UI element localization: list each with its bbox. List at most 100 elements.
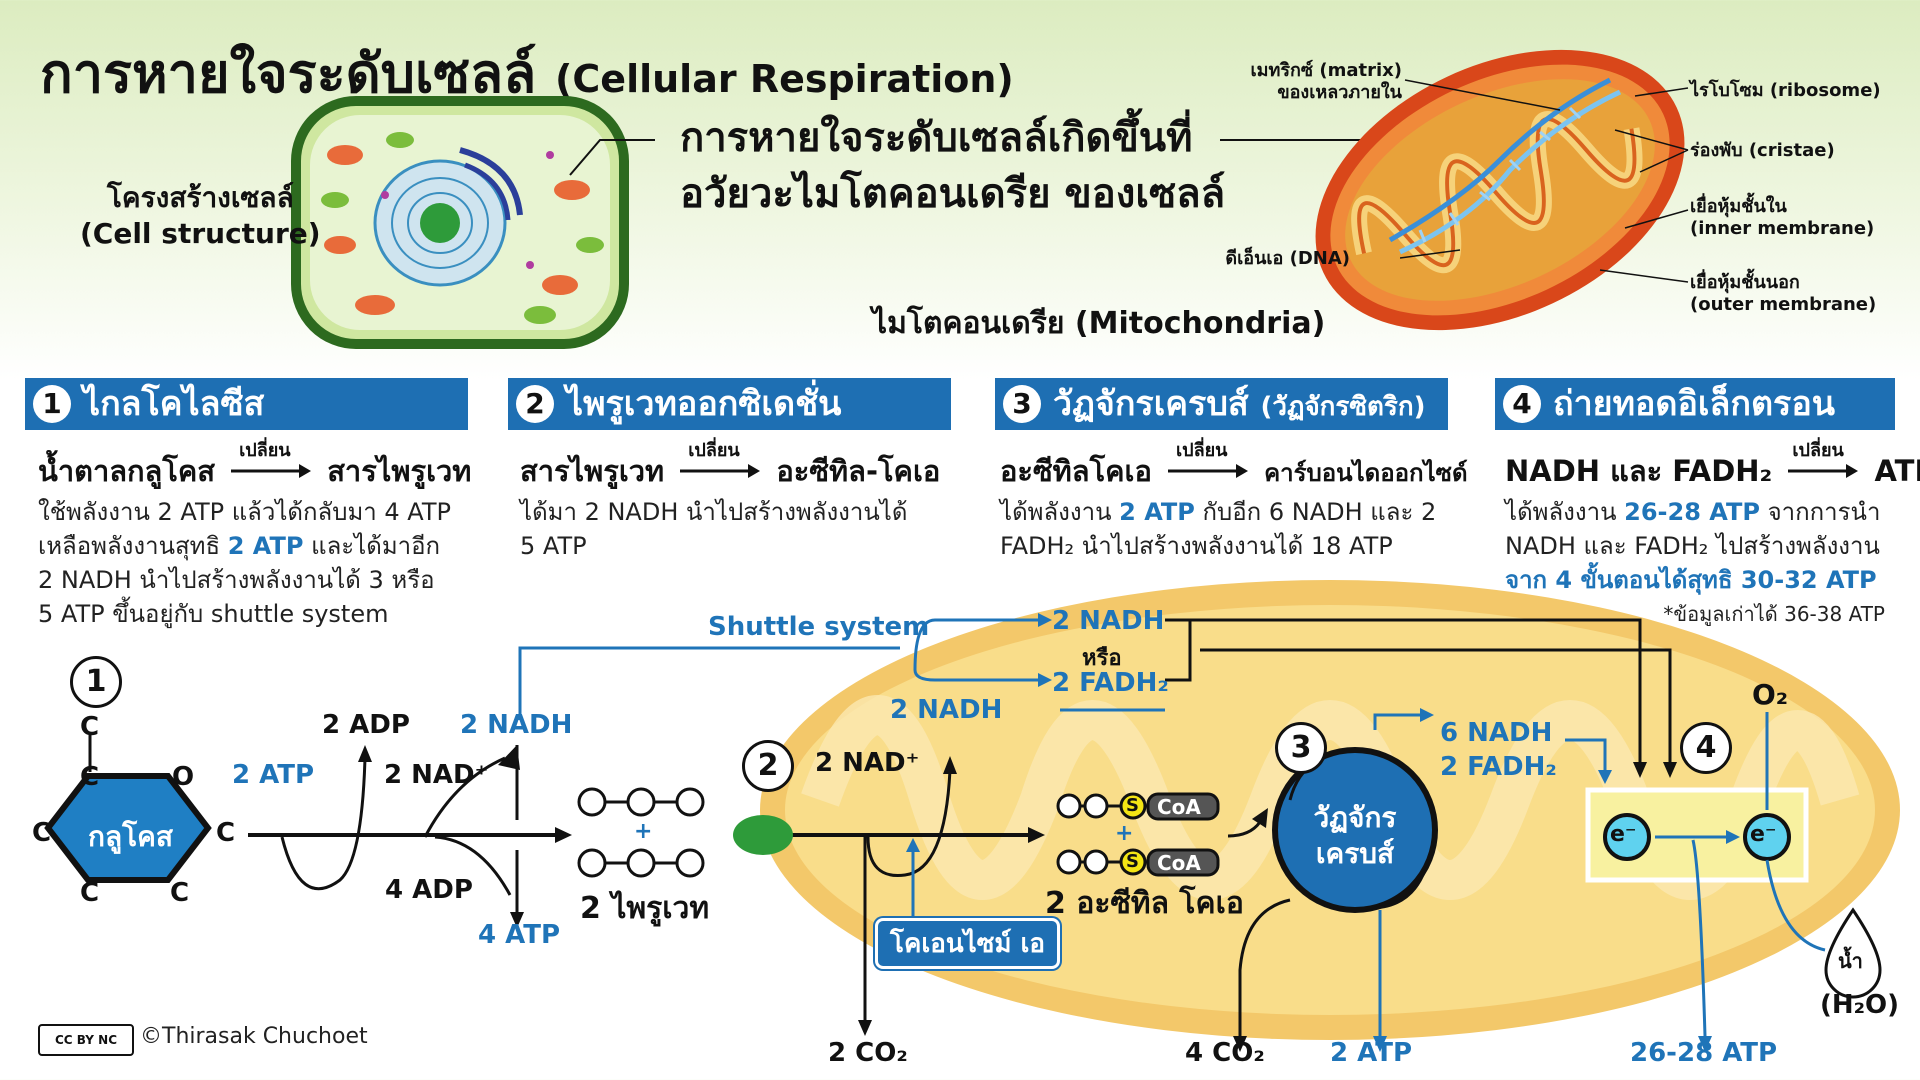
section-4-header: 4 ถ่ายทอดอิเล็กตรอน xyxy=(1495,378,1895,430)
electron-1 xyxy=(1603,813,1651,861)
section-2-description: ได้มา 2 NADH นำไปสร้างพลังงานได้ 5 ATP xyxy=(520,495,960,563)
section-1-from: น้ำตาลกลูโคส xyxy=(38,454,216,488)
section-2-equation: สารไพรูเวท เปลี่ยน อะซีทิล-โคเอ xyxy=(520,440,941,494)
title-thai: การหายใจระดับเซลล์ xyxy=(40,42,537,105)
h2o-label: (H₂O) xyxy=(1820,990,1900,1020)
section-4-desc-2: NADH และ FADH₂ ไปสร้างพลังงาน xyxy=(1505,532,1880,560)
nadh6-label: 6 NADH xyxy=(1440,718,1553,748)
nad2-to-nadh2-arrow xyxy=(866,769,952,878)
section-1-header: 1 ไกลโคไลซีส xyxy=(25,378,468,430)
section-2-header: 2 ไพรูเวทออกซิเดชั่น xyxy=(508,378,951,430)
section-1-desc-2: เหลือพลังงานสุทธิ 2 ATP และได้มาอีก xyxy=(38,529,498,563)
section-1-desc-3: 2 NADH นำไปสร้างพลังงานได้ 3 หรือ xyxy=(38,566,435,594)
section-3-title: วัฏจักรเครบส์ xyxy=(1053,384,1249,424)
cell-pointer-line xyxy=(569,139,655,176)
nad-in-label: 2 NAD⁺ xyxy=(384,760,489,790)
inner-membrane-label-1: เยื่อหุ้มชั้นใน xyxy=(1690,196,1787,217)
nad-to-nadh-arrow xyxy=(423,756,506,838)
acetyl-coa-molecules xyxy=(1056,792,1220,877)
section-4-to: ATP xyxy=(1874,454,1920,488)
section-1-arrow-label: เปลี่ยน xyxy=(239,440,291,461)
cell-label-en: (Cell structure) xyxy=(80,217,321,250)
section-3-number: 3 xyxy=(1003,385,1041,423)
co2-out-label-1: 2 CO₂ xyxy=(828,1038,908,1068)
section-4-desc-1c: จากการนำ xyxy=(1759,498,1881,526)
electron-1-label: e⁻ xyxy=(1610,822,1637,847)
final-atp-label: 26-28 ATP xyxy=(1630,1038,1777,1068)
section-3-desc-1: ได้พลังงาน 2 ATP กับอีก 6 NADH และ 2 xyxy=(1000,495,1460,529)
section-3-subtitle: (วัฏจักรซิตริก) xyxy=(1260,392,1426,422)
section-4-desc-3: จาก 4 ขั้นตอนได้สุทธิ 30-32 ATP xyxy=(1505,566,1877,594)
nadh2-out-label: 2 NADH xyxy=(890,695,1003,725)
outer-membrane-label-2: (outer membrane) xyxy=(1690,294,1877,315)
diagram-canvas: + + xyxy=(44,580,1900,1052)
section-1-equation: น้ำตาลกลูโคส เปลี่ยน สารไพรูเวท xyxy=(38,440,471,494)
dna-label: ดีเอ็นเอ (DNA) xyxy=(1225,248,1350,269)
step-4-marker: 4 xyxy=(1680,722,1732,774)
co2-out-label-4: 4 CO₂ xyxy=(1185,1038,1265,1068)
section-1-desc-2b: 2 ATP xyxy=(227,532,304,560)
atp-in-label: 2 ATP xyxy=(232,760,315,790)
section-2-desc-1: ได้มา 2 NADH นำไปสร้างพลังงานได้ xyxy=(520,498,908,526)
fadh2-label: 2 FADH₂ xyxy=(1440,752,1557,782)
section-2-title: ไพรูเวทออกซิเดชั่น xyxy=(566,384,842,424)
ribosome-label: ไรโบโซม (ribosome) xyxy=(1690,80,1881,101)
electron-2 xyxy=(1743,813,1791,861)
matrix-label-2: ของเหลวภายใน xyxy=(1277,82,1402,103)
glycolysis-arrowhead xyxy=(555,827,572,843)
glucose-c-5: C xyxy=(170,878,190,908)
headline-line2: อวัยวะไมโตคอนเดรีย ของเซลล์ xyxy=(680,171,1226,217)
water-drop xyxy=(1824,907,1882,999)
electron-2-label: e⁻ xyxy=(1750,822,1777,847)
shuttle-line xyxy=(518,646,900,720)
etc-atp-arrow xyxy=(1691,839,1707,1037)
section-4-note: *ข้อมูลเก่าได้ 36-38 ATP xyxy=(1663,602,1885,626)
headline: การหายใจระดับเซลล์เกิดขึ้นที่ อวัยวะไมโต… xyxy=(680,110,1225,222)
cell-illustration xyxy=(291,96,629,349)
section-3-to: คาร์บอนไดออกไซด์ xyxy=(1264,459,1468,487)
mito-pointer-lines xyxy=(1400,79,1689,283)
coa-label-2: CoA xyxy=(1157,851,1201,875)
glucose-c-2: C xyxy=(32,818,52,848)
section-1-desc-2a: เหลือพลังงานสุทธิ xyxy=(38,532,228,560)
section-4-desc-1b: 26-28 ATP xyxy=(1624,498,1760,526)
glucose-c-3: C xyxy=(216,818,236,848)
section-3-equation: อะซีทิลโคเอ เปลี่ยน คาร์บอนไดออกไซด์ xyxy=(1000,440,1468,494)
coenzyme-a-label: โคเอนไซม์ เอ xyxy=(875,918,1061,969)
cc-license-icon: CC BY NC xyxy=(38,1024,134,1056)
shuttle-nadh-label: 2 NADH xyxy=(1052,606,1165,636)
adp-to-atp-arrow xyxy=(434,835,512,896)
nadh-out-label: 2 NADH xyxy=(460,710,572,740)
glucose-label: กลูโคส xyxy=(88,820,173,853)
section-2-desc-2: 5 ATP xyxy=(520,532,587,560)
glucose-c-1: C xyxy=(80,762,100,792)
section-2-number: 2 xyxy=(516,385,554,423)
section-4-number: 4 xyxy=(1503,385,1541,423)
membrane-channel xyxy=(733,815,793,855)
sulfur-label-1: S xyxy=(1126,795,1139,816)
nadh-out-text: 2 NADH xyxy=(460,710,573,740)
krebs-atp-label: 2 ATP xyxy=(1330,1038,1413,1068)
step-2-marker: 2 xyxy=(742,740,794,792)
matrix-label-1: เมทริกซ์ (matrix) xyxy=(1250,60,1402,81)
nad2-in-label: 2 NAD⁺ xyxy=(815,748,920,778)
section-3-header: 3 วัฏจักรเครบส์ (วัฏจักรซิตริก) xyxy=(995,378,1448,430)
oxidation-arrowhead xyxy=(1028,827,1045,843)
section-2-to: อะซีทิล-โคเอ xyxy=(776,454,941,488)
o2-label: O₂ xyxy=(1752,678,1789,711)
cell-label-thai: โครงสร้างเซลล์ xyxy=(106,181,294,214)
cell-label: โครงสร้างเซลล์ (Cell structure) xyxy=(80,180,321,252)
acetyl-to-krebs xyxy=(1227,821,1262,838)
shuttle-or-label: หรือ xyxy=(1082,646,1122,671)
atp-to-adp-arrow xyxy=(280,757,367,891)
pyruvate-label: 2 ไพรูเวท xyxy=(580,891,710,926)
glucose-hexagon xyxy=(44,773,212,883)
step-1-marker: 1 xyxy=(70,656,122,708)
section-3-arrow-label: เปลี่ยน xyxy=(1175,440,1228,461)
section-1-desc-2c: และได้มาอีก xyxy=(303,532,441,560)
page-title: การหายใจระดับเซลล์ (Cellular Respiration… xyxy=(40,30,1014,116)
section-3-desc-1b: 2 ATP xyxy=(1119,498,1195,526)
section-4-equation: NADH และ FADH₂ เปลี่ยน ATP xyxy=(1505,440,1920,494)
section-4-desc-1a: ได้พลังงาน xyxy=(1505,498,1625,526)
section-1-desc-1: ใช้พลังงาน 2 ATP แล้วได้กลับมา 4 ATP xyxy=(38,498,451,526)
